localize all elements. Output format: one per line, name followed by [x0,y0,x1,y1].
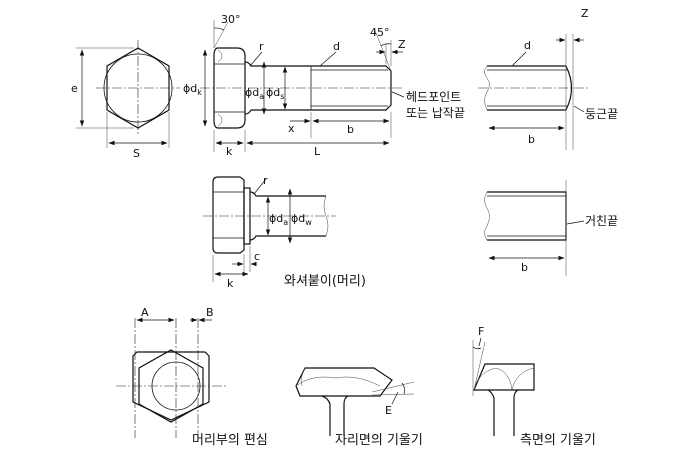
dk-subscript: k [197,88,202,97]
a-label: A [141,306,149,319]
s-label: S [133,147,140,160]
head-point-note-line2: 또는 납작끝 [406,106,465,120]
head-eccentricity-view: A B 머리부의 편심 [116,306,268,448]
round-end-view: d Z 둥근끝 b [478,7,618,150]
round-end-note: 둥근끝 [585,107,618,121]
washer-da-label: ϕd [269,212,283,225]
bolt-side-view: 30° r d 45° Z ϕdk ϕda ϕds 헤드포인트 또는 납작끝 [183,13,465,158]
washer-dw-label: ϕd [291,212,305,225]
bearing-face-tilt-view: E 자리면의 기울기 [295,367,423,448]
dk-label: ϕd [183,82,197,95]
bearing-face-tilt-caption: 자리면의 기울기 [335,433,423,448]
washer-faced-bolt-view: r ϕda ϕdw c k 와셔붙이(머리) [203,174,366,290]
washer-dw-subscript: w [305,218,312,227]
svg-text:ϕda: ϕda [269,212,288,227]
da-label: ϕd [245,86,259,99]
x-label: x [288,122,295,135]
washer-face-caption: 와셔붙이(머리) [284,274,366,289]
rough-end-view: 거친끝 b [484,180,618,276]
side-face-tilt-caption: 측면의 기울기 [520,433,596,448]
ds-subscript: s [280,92,284,101]
round-end-b-label: b [528,133,535,146]
washer-r-label: r [263,174,268,187]
c-label: c [254,250,260,263]
ee-label: E [385,404,392,417]
round-end-d-label: d [524,39,531,52]
r-label: r [259,40,264,53]
washer-k-label: k [227,277,234,290]
head-eccentricity-caption: 머리부의 편심 [192,433,268,448]
head-point-note-line1: 헤드포인트 [406,90,461,104]
f-label: F [478,325,484,338]
d-label: d [333,40,340,53]
round-end-z-label: Z [581,7,589,20]
bb-label: B [206,306,214,319]
svg-text:ϕds: ϕds [266,86,284,101]
l-label: L [314,145,321,158]
rough-end-b-label: b [521,261,528,274]
k-label: k [226,145,233,158]
hex-head-end-view: e S [71,40,180,160]
da-subscript: a [259,92,264,101]
rough-end-note: 거친끝 [585,214,618,228]
e-label: e [71,82,78,95]
angle-45-label: 45° [370,26,390,39]
b-label: b [347,123,354,136]
svg-text:ϕdk: ϕdk [183,82,202,97]
z-label: Z [398,38,406,51]
side-face-tilt-view: F 측면의 기울기 [472,325,596,448]
ds-label: ϕd [266,86,280,99]
svg-text:ϕdw: ϕdw [291,212,312,227]
washer-da-subscript: a [283,218,288,227]
svg-text:ϕda: ϕda [245,86,264,101]
angle-30-label: 30° [221,13,241,26]
